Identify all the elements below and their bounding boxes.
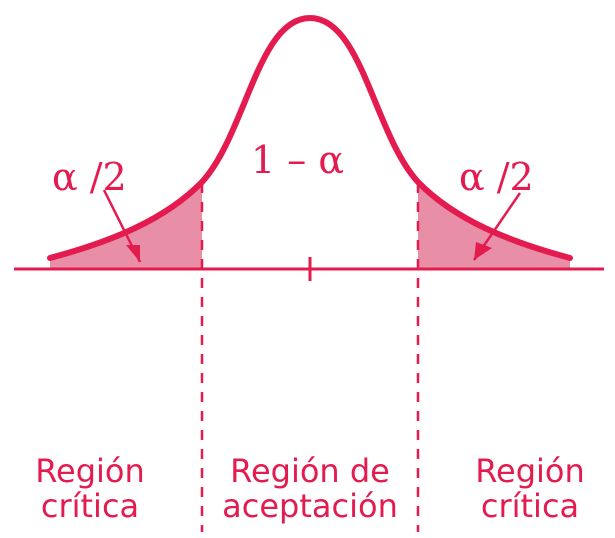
center-probability-label: 1 – α — [251, 138, 344, 182]
left-tail-label: α /2 — [52, 155, 127, 199]
center-region-label-line1: Región de — [230, 452, 390, 490]
left-region-label-line1: Región — [35, 452, 145, 490]
right-tail-label: α /2 — [459, 155, 534, 199]
left-tail-arrowhead — [126, 245, 140, 262]
right-tail-arrowhead — [474, 242, 492, 260]
normal-curve — [47, 15, 573, 261]
center-region-label-line2: aceptación — [222, 487, 398, 525]
right-region-label-line1: Región — [475, 452, 585, 490]
left-region-label-line2: crítica — [41, 487, 139, 525]
right-region-label-line2: crítica — [481, 487, 579, 525]
